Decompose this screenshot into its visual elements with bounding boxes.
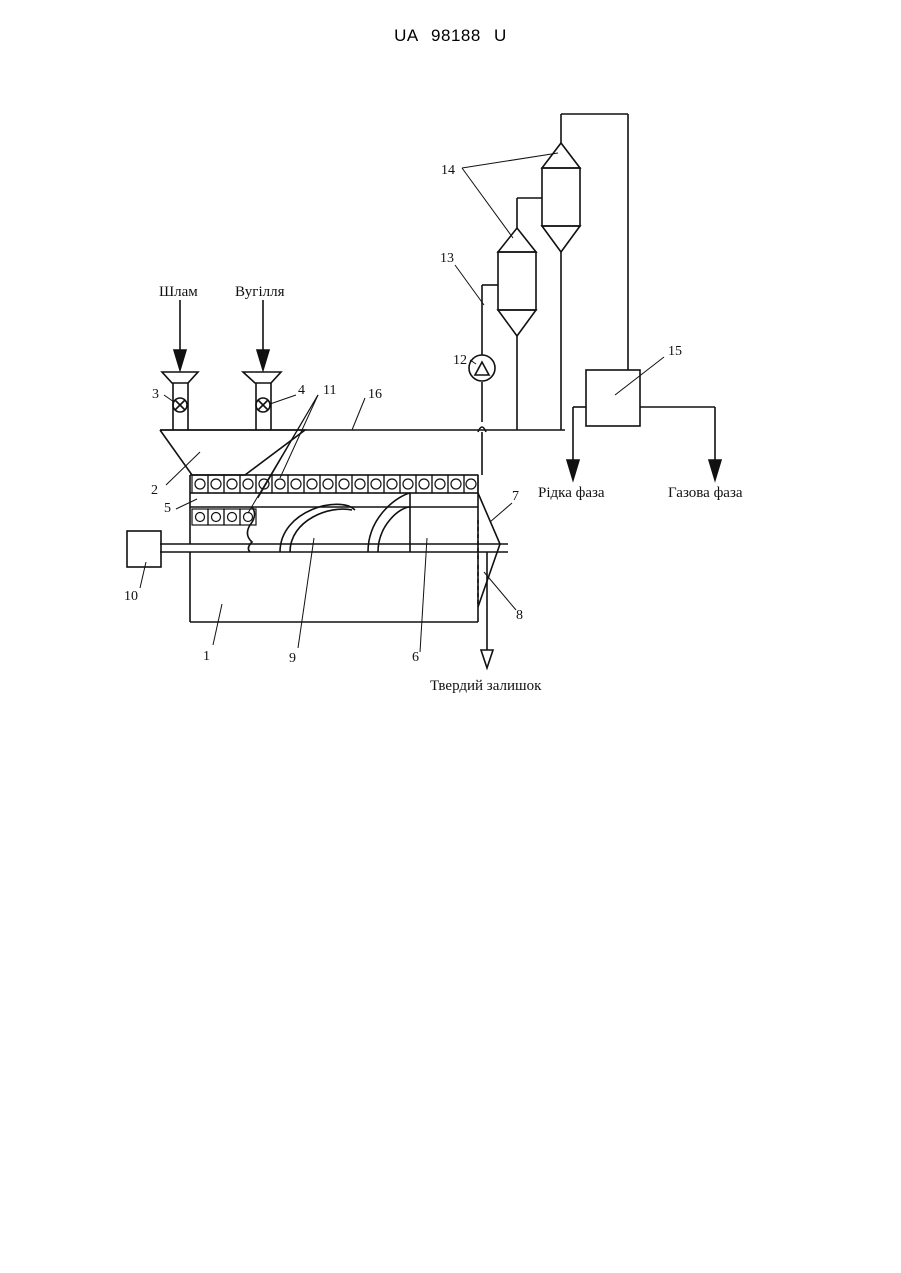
ref-15: 15 [668,344,682,359]
ref-8: 8 [516,608,523,623]
ref-3: 3 [152,387,159,402]
ref-4: 4 [298,383,305,398]
ref-5: 5 [164,501,171,516]
ref-13: 13 [440,251,454,266]
circulation-pump [469,355,495,381]
screw-flight [378,507,410,552]
gas-phase-arrow [709,460,721,480]
ref-11: 11 [323,383,336,398]
ref-14: 14 [441,163,455,178]
reactor-body [190,475,478,622]
ref-9: 9 [289,651,296,666]
coal-hopper [243,372,281,430]
separator-upper [542,143,580,252]
screw-flight [290,509,352,552]
liquid-phase-label: Рідка фаза [538,485,605,501]
sludge-feed-arrow [174,300,186,370]
solid-residue-label: Твердий залишок [430,678,542,694]
coal-feed-arrow [257,300,269,370]
solid-residue-arrow [481,650,493,668]
mixing-funnel [160,430,305,475]
heating-elements-row [192,475,478,493]
sludge-hopper [162,372,198,430]
ref-12: 12 [453,353,467,368]
gas-phase-label: Газова фаза [668,485,743,501]
discharge-cone [478,493,500,607]
ref-1: 1 [203,649,210,664]
ref-6: 6 [412,650,419,665]
phase-separator [586,370,640,426]
ref-7: 7 [512,489,519,504]
separator-lower [498,228,536,336]
screw-flight [368,493,410,552]
ref-16: 16 [368,387,382,402]
drive-motor [127,531,161,567]
coal-label: Вугілля [235,284,285,300]
coal-feeder-valve [256,398,270,412]
liquid-phase-arrow [567,460,579,480]
sludge-feeder-valve [173,398,187,412]
ref-2: 2 [151,483,158,498]
heating-elements-lower [192,509,256,525]
sludge-label: Шлам [159,284,198,300]
ref-10: 10 [124,589,138,604]
